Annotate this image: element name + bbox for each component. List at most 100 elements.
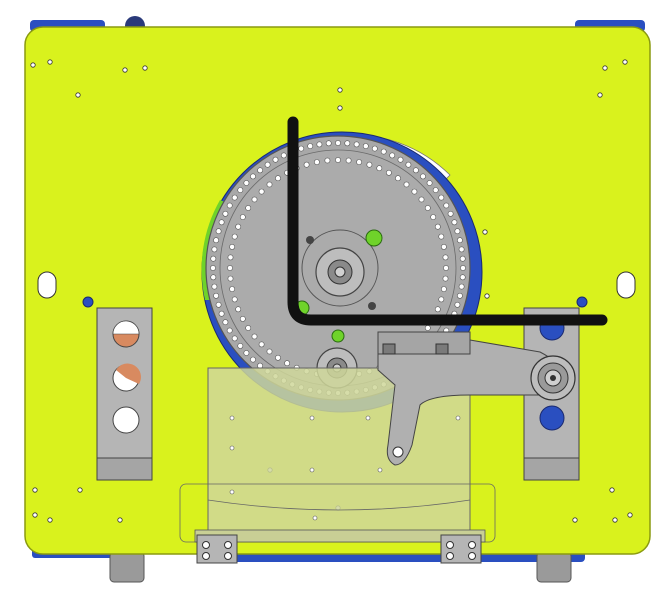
sample-hole: [235, 306, 242, 313]
sample-hole: [412, 167, 419, 174]
mounting-hole: [622, 59, 628, 65]
sample-hole: [211, 246, 218, 253]
window-base-plate: [194, 529, 486, 543]
hub-center: [334, 266, 346, 278]
sample-hole: [443, 265, 449, 271]
sample-hole: [243, 350, 250, 356]
sample-hole: [454, 301, 461, 308]
sample-hole: [451, 219, 458, 226]
sample-hole: [215, 228, 222, 235]
bottom-brackets: [196, 534, 482, 564]
sample-hole: [403, 181, 410, 188]
mounting-hole: [77, 487, 83, 493]
slot-left: [37, 271, 57, 299]
pivot-pin: [392, 446, 404, 458]
sample-hole: [376, 165, 383, 172]
hub-screw-2: [306, 236, 314, 244]
mounting-hole: [337, 105, 343, 111]
right-holder-base: [523, 457, 580, 481]
wheel-hub: [294, 229, 383, 316]
sample-hole: [442, 275, 449, 282]
sample-hole: [280, 152, 287, 159]
sample-hole: [443, 202, 450, 209]
sample-hole: [245, 325, 252, 331]
sample-hole: [222, 319, 229, 326]
sample-hole: [213, 237, 219, 244]
sample-hole: [211, 283, 218, 290]
sample-hole: [251, 333, 258, 340]
sample-hole: [266, 181, 273, 188]
sample-hole: [210, 265, 216, 271]
left-holder: [82, 296, 153, 481]
foot-right: [536, 551, 572, 583]
sample-hole: [266, 348, 273, 355]
slot-cutouts: [37, 271, 636, 299]
sample-hole: [458, 246, 465, 253]
sample-hole: [210, 274, 217, 281]
sample-hole: [227, 275, 234, 282]
sample-hole: [454, 228, 461, 235]
green-dot: [331, 329, 345, 343]
mounting-hole: [117, 517, 123, 523]
sample-hole: [307, 143, 314, 149]
sample-hole: [426, 180, 433, 186]
sample-hole: [313, 159, 320, 165]
bracket-bottom-right: [440, 534, 482, 564]
sample-hole: [303, 161, 310, 168]
sample-hole: [316, 141, 323, 148]
mounting-hole: [32, 487, 38, 493]
sample-hole: [235, 223, 242, 230]
bracket-bottom-left: [196, 534, 238, 564]
sample-hole: [424, 205, 431, 211]
mounting-hole: [627, 512, 633, 518]
viewing-window-arc: [207, 499, 471, 511]
sample-hole: [226, 327, 233, 334]
sample-hole: [250, 173, 256, 180]
sample-hole: [438, 296, 445, 303]
left-holder-base: [96, 457, 153, 481]
sample-hole: [215, 301, 222, 308]
sample-hole: [460, 265, 466, 271]
mounting-hole: [602, 65, 608, 71]
sample-hole: [258, 341, 265, 348]
sample-hole: [245, 205, 252, 211]
sample-hole: [385, 169, 392, 176]
sample-hole: [284, 360, 290, 367]
hub-screw: [368, 302, 376, 310]
sample-hole: [227, 254, 234, 261]
sample-hole: [229, 286, 235, 292]
mounting-hole: [32, 512, 38, 518]
sample-hole: [389, 152, 396, 159]
sample-hole: [264, 161, 271, 168]
sample-hole: [456, 292, 463, 299]
hub-green-hole: [365, 229, 383, 247]
right-holder-knob: [576, 296, 588, 308]
sample-hole: [395, 175, 401, 182]
sample-hole: [231, 335, 238, 342]
sample-hole: [231, 194, 238, 201]
sample-hole: [405, 161, 412, 168]
mounting-hole: [337, 87, 343, 93]
sample-hole: [438, 233, 445, 240]
sample-hole: [438, 194, 445, 201]
mounting-hole: [122, 67, 128, 73]
sample-hole: [344, 140, 351, 147]
pivot-arm: [377, 331, 576, 466]
foot-left: [109, 551, 145, 583]
sample-hole: [239, 315, 246, 322]
mounting-hole: [47, 59, 53, 65]
sample-hole: [371, 145, 378, 152]
sample-hole: [440, 243, 447, 250]
mounting-hole: [484, 293, 490, 299]
drive-wheel-center: [550, 375, 556, 381]
mounting-hole: [47, 517, 53, 523]
sample-hole: [458, 283, 465, 290]
sample-hole: [222, 210, 229, 217]
sample-hole: [257, 167, 263, 174]
sample-hole: [231, 296, 238, 303]
sample-hole: [243, 180, 250, 186]
sample-hole: [432, 187, 439, 193]
sample-hole: [434, 223, 441, 230]
sample-hole: [272, 156, 279, 163]
